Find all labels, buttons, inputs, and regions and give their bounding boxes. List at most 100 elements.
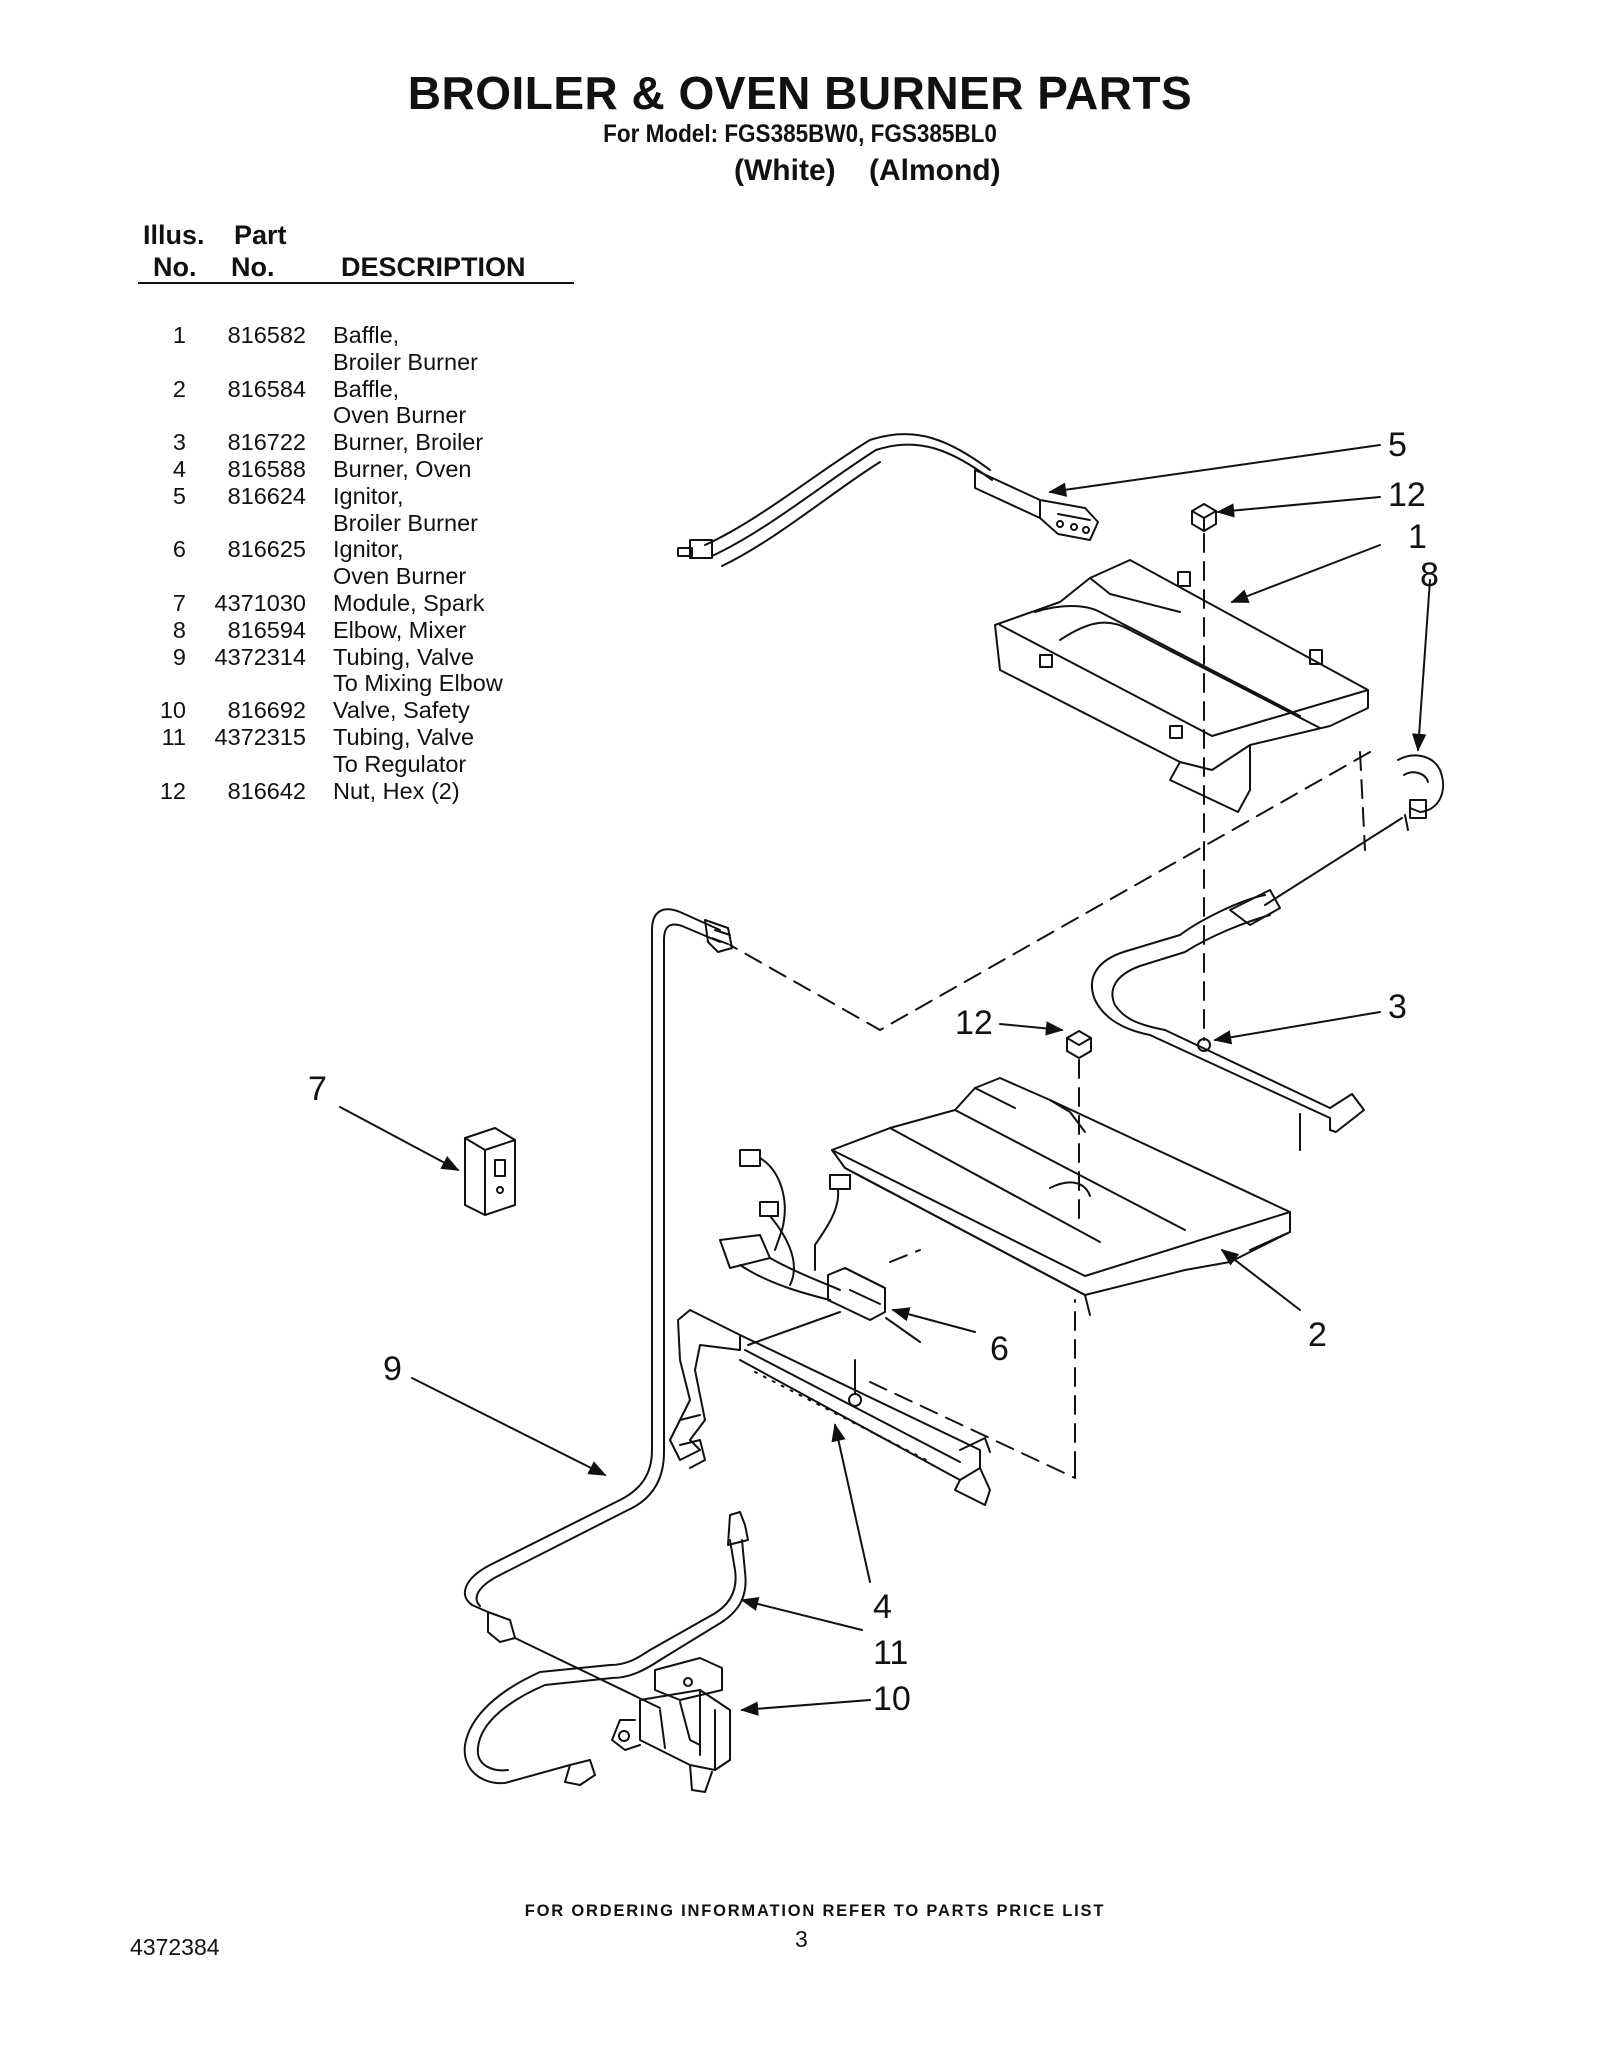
part-desc: Ignitor, [333, 482, 404, 509]
part-desc-cont: To Regulator [333, 750, 467, 777]
oven-burner-baffle [831, 1077, 1291, 1316]
broiler-burner-baffle [994, 559, 1369, 813]
part-desc: Burner, Broiler [333, 429, 484, 456]
assembly-line-ignitor [889, 1249, 921, 1263]
callout-4: 4 [873, 1588, 892, 1626]
ignitor-lead-2 [885, 1317, 921, 1343]
part-desc-cont: Oven Burner [333, 563, 467, 590]
part-row-7: 7 4371030 Module, Spark [140, 590, 580, 617]
oven-ignitor-wiring [719, 1149, 886, 1321]
col-header-illus-1: Illus. [143, 220, 205, 250]
part-desc: Ignitor, [333, 536, 404, 563]
col-header-part-1: Part [234, 220, 287, 250]
col-header-part-2: No. [231, 252, 275, 282]
assembly-line-right-1 [1359, 751, 1366, 851]
part-desc: Module, Spark [333, 589, 485, 616]
part-desc-cont: Oven Burner [333, 402, 467, 429]
callout-leaders [339, 444, 1431, 1716]
part-no: 816642 [227, 777, 306, 804]
part-no: 816594 [227, 616, 306, 643]
col-header-illus-2: No. [153, 252, 197, 282]
part-row-10: 10 816692 Valve, Safety [140, 697, 580, 724]
part-no: 816625 [227, 536, 306, 563]
illus-no: 6 [172, 536, 186, 563]
assembly-line-elbow [729, 751, 1371, 1031]
part-row-2: 2 816584 Baffle, Oven Burner [140, 376, 580, 430]
part-desc: Baffle, [333, 322, 400, 348]
callout-12-lower: 12 [955, 1004, 993, 1042]
assembly-line-burner [869, 1381, 1076, 1479]
callout-8: 8 [1420, 556, 1439, 594]
callout-5: 5 [1388, 426, 1407, 464]
callout-12-upper: 12 [1388, 476, 1426, 514]
model-line: For Model: FGS385BW0, FGS385BL0 [603, 120, 997, 148]
document-number: 4372384 [130, 1934, 220, 1960]
part-row-4: 4 816588 Burner, Oven [140, 456, 580, 483]
illus-no: 9 [172, 643, 186, 670]
part-row-1: 1 816582 Baffle, Broiler Burner [140, 322, 580, 376]
illus-no: 2 [172, 375, 186, 402]
hex-nut-upper [1191, 503, 1217, 532]
part-row-6: 6 816625 Ignitor, Oven Burner [140, 536, 580, 590]
oven-burner [669, 1309, 991, 1506]
illus-no: 1 [172, 322, 186, 348]
burner-port-row [754, 1371, 931, 1463]
col-header-description: DESCRIPTION [341, 252, 526, 282]
part-no: 4371030 [214, 589, 307, 616]
callout-3: 3 [1388, 988, 1407, 1026]
part-desc: Tubing, Valve [333, 723, 475, 750]
ignitor-lead [747, 1311, 841, 1346]
illus-no: 5 [172, 482, 186, 509]
illus-no: 4 [172, 455, 186, 482]
part-no: 816582 [227, 322, 306, 348]
callout-10: 10 [873, 1680, 911, 1718]
ordering-info-note: FOR ORDERING INFORMATION REFER TO PARTS … [524, 1902, 1106, 1920]
part-row-5: 5 816624 Ignitor, Broiler Burner [140, 483, 580, 537]
part-desc-cont: Broiler Burner [333, 348, 478, 375]
mixer-elbow [1397, 754, 1445, 831]
illus-no: 7 [172, 589, 186, 616]
part-no: 816584 [227, 375, 306, 402]
part-no: 816722 [227, 429, 306, 456]
header-rule [138, 282, 574, 284]
spark-module [464, 1127, 516, 1216]
illus-no: 11 [161, 723, 186, 750]
part-no: 816588 [227, 455, 306, 482]
broiler-burner-tube [1090, 817, 1403, 1151]
page-number: 3 [795, 1926, 808, 1952]
callout-9: 9 [383, 1350, 402, 1388]
part-desc: Valve, Safety [333, 697, 470, 724]
safety-valve [611, 1657, 731, 1793]
callout-2: 2 [1308, 1316, 1327, 1354]
hex-nut-lower [1066, 1030, 1092, 1059]
part-row-9: 9 4372314 Tubing, Valve To Mixing Elbow [140, 644, 580, 698]
broiler-ignitor-block [974, 469, 1099, 541]
part-no: 816692 [227, 697, 306, 724]
callout-6: 6 [990, 1330, 1009, 1368]
page-title: BROILER & OVEN BURNER PARTS [407, 67, 1193, 119]
callout-7: 7 [308, 1070, 327, 1108]
callout-11: 11 [873, 1634, 909, 1672]
callout-1: 1 [1408, 518, 1427, 556]
part-desc: Tubing, Valve [333, 643, 475, 670]
illus-no: 3 [172, 429, 186, 456]
part-row-3: 3 816722 Burner, Broiler [140, 429, 580, 456]
illus-no: 10 [159, 697, 186, 724]
part-no: 816624 [227, 482, 306, 509]
part-desc: Baffle, [333, 375, 400, 402]
part-desc-cont: To Mixing Elbow [333, 670, 503, 697]
part-no: 4372314 [214, 643, 307, 670]
part-desc-cont: Broiler Burner [333, 509, 478, 536]
broiler-ignitor-wire [677, 433, 993, 567]
part-desc: Elbow, Mixer [333, 616, 467, 643]
tubing-to-mixing-elbow [463, 908, 733, 1709]
illus-no: 12 [159, 777, 186, 804]
tubing-to-regulator [463, 1511, 749, 1786]
part-desc: Burner, Oven [333, 455, 472, 482]
color-variants: (White) (Almond) [734, 154, 1001, 187]
